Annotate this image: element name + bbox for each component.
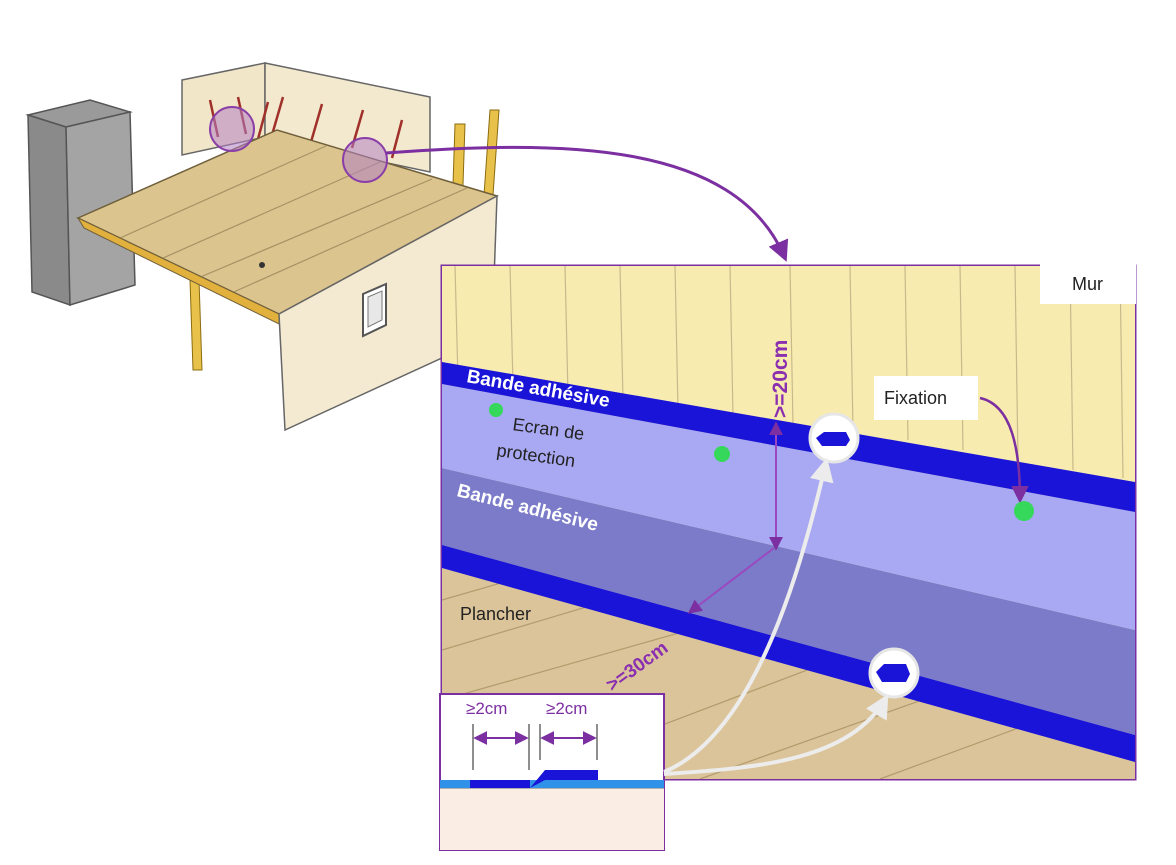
inset-screen-layer — [440, 780, 664, 788]
wall-label-box — [1040, 264, 1136, 304]
tape-top — [442, 362, 1135, 512]
fixation-label-box — [874, 376, 978, 420]
dim-height-label: >=20cm — [769, 340, 792, 418]
fixation-dot-2 — [714, 446, 730, 462]
overview-scene — [25, 62, 789, 432]
connector-to-bottom-callout — [663, 693, 889, 776]
zoom-circle-right — [342, 137, 388, 183]
overlap-callout-top — [808, 412, 860, 464]
floor-label: Plancher — [460, 604, 531, 624]
wall-label: Mur — [1072, 274, 1103, 294]
connector-to-top-callout — [663, 457, 834, 774]
inset-tape-left — [470, 780, 530, 788]
inset-tape-right — [530, 770, 598, 788]
overlap-callout-bottom — [868, 647, 920, 699]
overlap-right-label: ≥2cm — [546, 699, 587, 718]
screen-lower — [442, 468, 1135, 735]
fixation-arrow — [979, 396, 1029, 504]
tape-bottom — [442, 545, 1135, 762]
fixation-label: Fixation — [884, 388, 947, 408]
front-wall — [278, 194, 498, 432]
zoom-circle-left — [209, 106, 255, 152]
wall-stripes — [454, 266, 1124, 479]
screen-upper — [442, 384, 1135, 630]
zoom-connector-arrow — [385, 145, 789, 262]
dim-depth-line — [687, 547, 775, 614]
overlap-left-label: ≥2cm — [466, 699, 507, 718]
fixation-dot-3 — [1014, 501, 1034, 521]
overlap-inset: ≥2cm ≥2cm — [439, 693, 665, 851]
fixation-dot-1 — [489, 403, 503, 417]
